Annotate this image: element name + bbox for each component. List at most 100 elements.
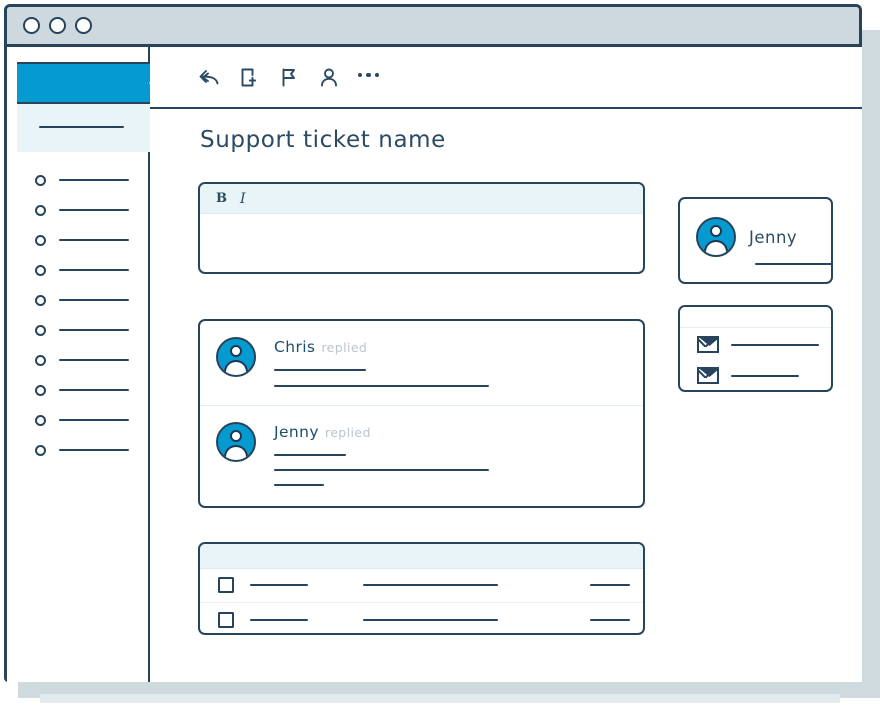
bullet-circle-icon [35, 324, 46, 336]
page-title: Support ticket name [200, 127, 446, 153]
table-row[interactable] [200, 602, 643, 633]
mail-row[interactable] [680, 360, 831, 390]
toolbar-icon-group [197, 62, 380, 92]
window-titlebar [7, 7, 859, 47]
bullet-circle-icon [35, 204, 46, 216]
replies-list: Chris replied Jenny replied [198, 319, 645, 508]
sidebar-item-1[interactable] [7, 165, 150, 195]
reply-text-placeholder [274, 385, 489, 387]
reply-text-placeholder [274, 369, 366, 371]
table-cell-placeholder [250, 584, 308, 586]
sidebar [7, 47, 160, 682]
table-cell-placeholder [590, 619, 630, 621]
compose-format-toolbar: B I [200, 184, 643, 214]
compose-editor[interactable]: B I [198, 182, 645, 274]
sidebar-item-label [59, 449, 129, 451]
reply-body: Chris replied [274, 335, 643, 387]
sidebar-item-label [59, 209, 129, 211]
bold-button[interactable]: B [216, 191, 227, 206]
reply-item[interactable]: Jenny replied [200, 405, 643, 489]
close-dot-icon[interactable] [23, 17, 40, 34]
bullet-circle-icon [35, 264, 46, 276]
mail-row[interactable] [680, 329, 831, 360]
mail-text-placeholder [731, 343, 819, 346]
window-shadow-bottom [18, 678, 880, 698]
sidebar-item-label [59, 329, 129, 331]
sidebar-item-label [59, 179, 129, 181]
sidebar-item-2[interactable] [7, 195, 150, 225]
row-checkbox[interactable] [218, 612, 234, 628]
sidebar-item-label [59, 389, 129, 391]
bullet-circle-icon [35, 354, 46, 366]
sidebar-item-5[interactable] [7, 285, 150, 315]
assign-person-icon[interactable] [317, 64, 340, 90]
main-content: Support ticket name B I Chris replied [150, 47, 862, 682]
table-header-row [200, 544, 643, 569]
attachments-table [198, 542, 645, 635]
table-row[interactable] [200, 568, 643, 602]
sidebar-item-label [59, 269, 129, 271]
add-document-icon[interactable] [237, 64, 260, 90]
avatar-body [224, 360, 248, 375]
reply-icon[interactable] [197, 64, 220, 90]
reply-item[interactable]: Chris replied [200, 321, 643, 405]
reply-author: Chris [274, 338, 316, 356]
reply-text-placeholder [274, 484, 324, 486]
sidebar-item-label [59, 299, 129, 301]
window-shadow-bottom-soft [40, 694, 840, 703]
sidebar-item-label [59, 359, 129, 361]
user-avatar [216, 337, 256, 377]
bullet-circle-icon [35, 414, 46, 426]
user-avatar [696, 217, 736, 257]
sidebar-item-4[interactable] [7, 255, 150, 285]
reply-text-placeholder [274, 469, 489, 471]
sidebar-item-8[interactable] [7, 375, 150, 405]
sidebar-item-10[interactable] [7, 435, 150, 465]
row-checkbox[interactable] [218, 577, 234, 593]
avatar-head [230, 345, 242, 357]
sidebar-active-tab[interactable] [17, 62, 160, 104]
window-shadow-right [862, 30, 880, 690]
italic-button[interactable]: I [240, 190, 246, 207]
reply-author: Jenny [274, 423, 319, 441]
app-window: Support ticket name B I Chris replied [4, 4, 862, 682]
avatar-body [224, 445, 248, 460]
table-cell-placeholder [250, 619, 308, 621]
minimize-dot-icon[interactable] [49, 17, 66, 34]
sidebar-item-6[interactable] [7, 315, 150, 345]
flag-icon[interactable] [277, 64, 300, 90]
envelope-icon [697, 367, 719, 384]
avatar-head [710, 225, 722, 237]
reply-verb: replied [321, 340, 368, 355]
avatar-head [230, 430, 242, 442]
maximize-dot-icon[interactable] [75, 17, 92, 34]
bullet-circle-icon [35, 294, 46, 306]
assignee-row: Jenny [696, 217, 797, 257]
mail-text-placeholder [731, 374, 799, 377]
ticket-toolbar [150, 47, 862, 109]
sidebar-item-7[interactable] [7, 345, 150, 375]
mail-card-header [680, 307, 831, 328]
reply-body: Jenny replied [274, 420, 643, 486]
mail-card [678, 305, 833, 392]
assignee-card[interactable]: Jenny [678, 197, 833, 284]
sidebar-item-9[interactable] [7, 405, 150, 435]
bullet-circle-icon [35, 384, 46, 396]
sidebar-item-label [59, 419, 129, 421]
sidebar-nav-list [7, 165, 150, 465]
reply-verb: replied [324, 425, 371, 440]
sidebar-item-3[interactable] [7, 225, 150, 255]
envelope-icon [697, 336, 719, 353]
sidebar-item-label [59, 239, 129, 241]
avatar-body [704, 240, 728, 255]
bullet-circle-icon [35, 174, 46, 186]
table-cell-placeholder [363, 619, 498, 621]
traffic-light-buttons [23, 17, 92, 34]
sidebar-section-header-placeholder [39, 126, 124, 128]
table-cell-placeholder [363, 584, 498, 586]
more-options-icon[interactable] [357, 62, 380, 92]
sidebar-section-header [17, 104, 150, 152]
user-avatar [216, 422, 256, 462]
assignee-name: Jenny [749, 227, 798, 247]
